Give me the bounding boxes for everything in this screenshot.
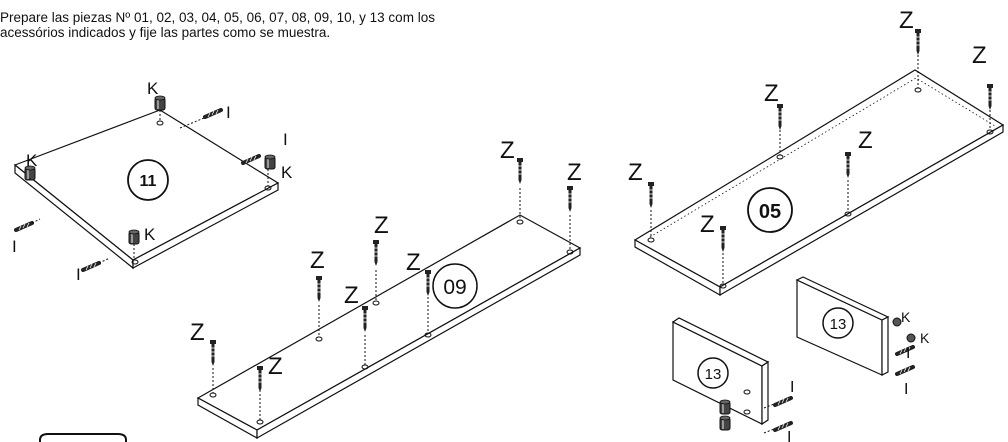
part-number-05: 05 xyxy=(759,201,781,223)
dowel-pin xyxy=(895,365,915,376)
label-cam: K xyxy=(144,225,156,244)
screw xyxy=(565,184,575,214)
part-number-circle xyxy=(697,357,729,389)
label-dowel: I xyxy=(787,429,791,442)
label-screw: Z xyxy=(858,127,873,154)
panel-13-left: 13 I I xyxy=(671,317,794,442)
instruction-text: Prepare las piezas Nº 01, 02, 03, 04, 05… xyxy=(0,10,520,40)
label-screw: Z xyxy=(567,159,582,186)
label-dowel: I xyxy=(283,130,288,149)
part-number-11: 11 xyxy=(140,173,157,190)
label-screw: Z xyxy=(190,319,205,346)
label-cam: K xyxy=(920,330,930,346)
part-number-circle xyxy=(822,307,854,339)
cam-lock xyxy=(154,95,166,111)
screw xyxy=(985,82,995,112)
label-screw: Z xyxy=(344,282,359,309)
dowel-pin xyxy=(895,345,915,356)
panel-09: 09 Z Z Z xyxy=(190,137,582,440)
panel-05: 05 Z Z Z Z Z Z xyxy=(628,7,1005,297)
screw xyxy=(913,27,923,57)
panel-11: 11 K I I K K K I I xyxy=(12,79,293,284)
part-number-13: 13 xyxy=(830,316,847,333)
dowel-pin xyxy=(241,154,261,165)
dowel-pin xyxy=(773,396,793,407)
screw xyxy=(371,238,381,268)
label-dowel: I xyxy=(906,345,910,362)
part-number-09: 09 xyxy=(443,276,466,299)
screw xyxy=(775,102,785,132)
part-number-circle xyxy=(432,263,478,309)
label-cam: K xyxy=(901,309,911,325)
instruction-line-1: Prepare las piezas Nº 01, 02, 03, 04, 05… xyxy=(0,10,435,25)
label-dowel: I xyxy=(904,381,908,398)
part-number-13: 13 xyxy=(705,366,722,383)
label-dowel: I xyxy=(790,379,794,396)
screw xyxy=(646,180,656,210)
dowel-pin xyxy=(81,261,101,272)
label-screw: Z xyxy=(374,212,389,239)
part-number-circle xyxy=(127,159,169,201)
instruction-line-2: acessórios indicados y fije las partes c… xyxy=(0,25,331,40)
label-screw: Z xyxy=(972,42,987,69)
label-screw: Z xyxy=(764,80,779,107)
cam-lock xyxy=(906,333,916,343)
cam-lock xyxy=(892,317,902,327)
label-screw: Z xyxy=(310,247,325,274)
dowel-pin xyxy=(203,108,223,119)
label-screw: Z xyxy=(406,249,421,276)
label-cam: K xyxy=(147,79,159,98)
screw xyxy=(515,156,525,186)
label-cam: K xyxy=(26,151,38,170)
cam-lock xyxy=(128,229,140,245)
panel-13-right: 13 K K I I xyxy=(795,276,930,398)
part-number-circle xyxy=(747,187,793,233)
label-cam: K xyxy=(281,163,293,182)
screw xyxy=(314,274,324,304)
page-tab xyxy=(39,433,127,442)
label-dowel: I xyxy=(226,103,231,122)
label-screw: Z xyxy=(899,7,914,34)
label-dowel: I xyxy=(76,265,81,284)
label-screw: Z xyxy=(500,137,515,164)
cam-lock xyxy=(719,399,731,415)
dowel-pin xyxy=(14,221,34,232)
screw xyxy=(208,338,218,368)
label-screw: Z xyxy=(268,353,283,380)
cam-lock xyxy=(719,415,731,431)
label-screw: Z xyxy=(628,159,643,186)
label-screw: Z xyxy=(700,211,715,238)
cam-lock xyxy=(264,154,276,170)
label-dowel: I xyxy=(12,237,17,256)
